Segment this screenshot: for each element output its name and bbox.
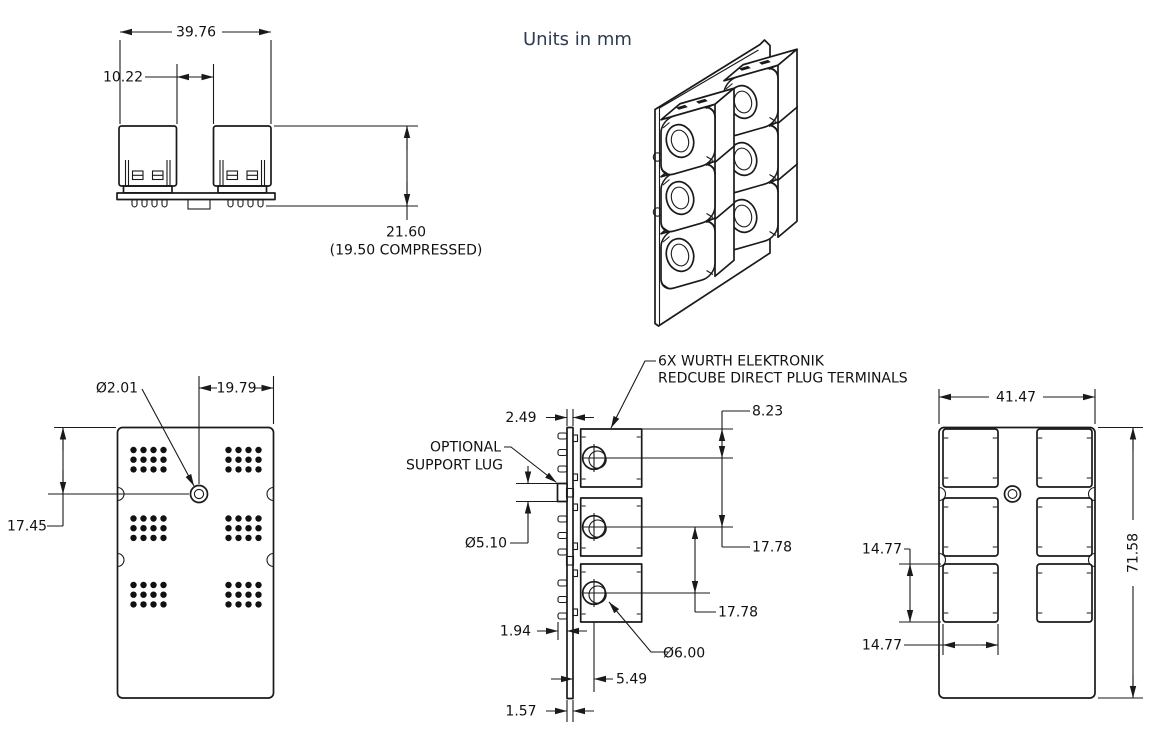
dim-top-width: 41.47 — [996, 390, 1036, 406]
label-lug-line1: OPTIONAL — [430, 440, 501, 456]
dim-bottom-hole-dia: Ø2.01 — [96, 381, 138, 397]
label-terminals-line2: REDCUBE DIRECT PLUG TERMINALS — [658, 371, 908, 387]
dim-top-terminal-height: 14.77 — [862, 542, 902, 558]
dim-front-height: 21.60 — [386, 225, 426, 241]
dim-top-terminal-width: 14.77 — [862, 638, 902, 654]
bottom-view-drawing — [116, 426, 275, 699]
dim-front-gap: 10.22 — [103, 70, 143, 86]
dim-side-hole-dia: Ø6.00 — [663, 646, 705, 662]
dim-side-hole-top: 8.23 — [752, 404, 783, 420]
front-view: 39.76 10.22 21.60 (19.50 COMPRESSED) — [103, 25, 482, 259]
dim-side-pitch1: 17.78 — [752, 540, 792, 556]
dim-side-thickness: 1.57 — [505, 704, 536, 720]
units-label: Units in mm — [523, 29, 632, 50]
label-lug-line2: SUPPORT LUG — [406, 458, 503, 474]
dim-side-pin-length: 1.94 — [500, 624, 531, 640]
dim-front-height-note: (19.50 COMPRESSED) — [330, 243, 483, 259]
dim-bottom-hole-y: 17.45 — [7, 519, 47, 535]
side-view-drawing — [556, 426, 733, 700]
label-terminals-line1: 6X WURTH ELEKTRONIK — [658, 354, 825, 370]
front-view-drawing — [116, 125, 276, 210]
dim-side-hole-offset: 5.49 — [616, 672, 647, 688]
isometric-view — [652, 39, 798, 327]
dim-bottom-hole-x: 19.79 — [216, 381, 256, 397]
bottom-view: Ø2.01 19.79 17.45 — [7, 376, 275, 699]
dim-side-pitch2: 17.78 — [718, 605, 758, 621]
dim-side-lug-dia: Ø5.10 — [465, 536, 507, 552]
top-view: 41.47 71.58 14.77 14.77 — [862, 389, 1143, 699]
dim-side-offset: 2.49 — [505, 410, 536, 426]
top-view-drawing — [938, 426, 1096, 699]
side-view: 6X WURTH ELEKTRONIK REDCUBE DIRECT PLUG … — [406, 354, 908, 722]
dim-top-height: 71.58 — [1126, 533, 1142, 573]
dim-front-width: 39.76 — [176, 25, 216, 41]
